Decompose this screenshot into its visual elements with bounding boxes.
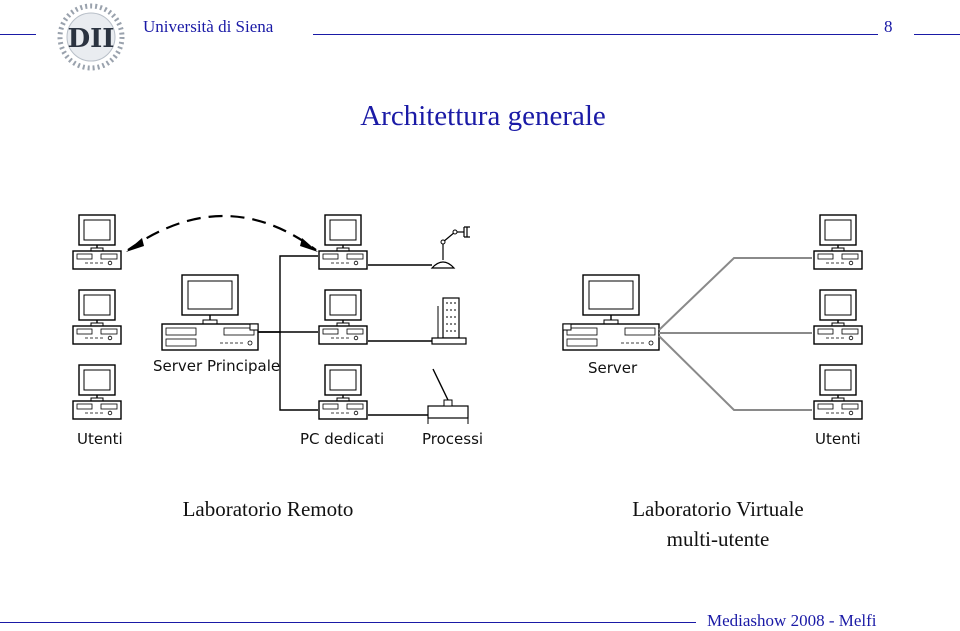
server	[562, 274, 660, 351]
dedicated-pc-3	[318, 364, 368, 420]
caption-lab-remoto: Laboratorio Remoto	[182, 497, 354, 521]
header-rule-right	[914, 34, 960, 35]
user-workstation-1	[72, 214, 122, 270]
virtual-user-workstation-2	[813, 289, 863, 345]
university-name: Università di Siena	[143, 17, 274, 36]
label-processi: Processi	[422, 430, 484, 448]
header-rule-left	[0, 34, 36, 35]
user-workstation-3	[72, 364, 122, 420]
pendulum-process-icon	[427, 368, 469, 424]
link-server-pc3	[279, 332, 318, 411]
label-server: Server	[588, 359, 638, 377]
arrow-left-icon	[126, 238, 144, 252]
label-pc-dedicati: PC dedicati	[300, 430, 385, 448]
footer-rule-left	[0, 622, 696, 623]
remote-access-arc	[127, 215, 317, 251]
robot-arm-icon	[430, 226, 470, 269]
main-server	[161, 274, 259, 351]
label-utenti-left: Utenti	[77, 430, 123, 448]
virtual-lab-links	[658, 257, 812, 411]
page-number: 8	[884, 17, 893, 36]
server-port	[249, 323, 259, 331]
dedicated-pc-2	[318, 289, 368, 345]
label-server-principale: Server Principale	[153, 357, 281, 375]
university-logo: DII	[57, 3, 125, 71]
dedicated-pc-1	[318, 214, 368, 270]
tank-process-icon	[431, 297, 467, 345]
svg-text:DII: DII	[68, 24, 115, 54]
link-server-pc1	[258, 255, 318, 333]
caption-lab-virtuale-line2: multi-utente	[666, 527, 770, 551]
header-rule-middle	[313, 34, 878, 35]
user-workstation-2	[72, 289, 122, 345]
virtual-user-workstation-1	[813, 214, 863, 270]
footer-text: Mediashow 2008 - Melfi	[707, 611, 877, 630]
caption-lab-virtuale-line1: Laboratorio Virtuale	[632, 497, 804, 521]
slide-title: Architettura generale	[360, 100, 606, 132]
label-utenti-right: Utenti	[815, 430, 861, 448]
virtual-user-workstation-3	[813, 364, 863, 420]
arrow-right-icon	[300, 238, 318, 252]
server-port-right	[562, 323, 572, 331]
